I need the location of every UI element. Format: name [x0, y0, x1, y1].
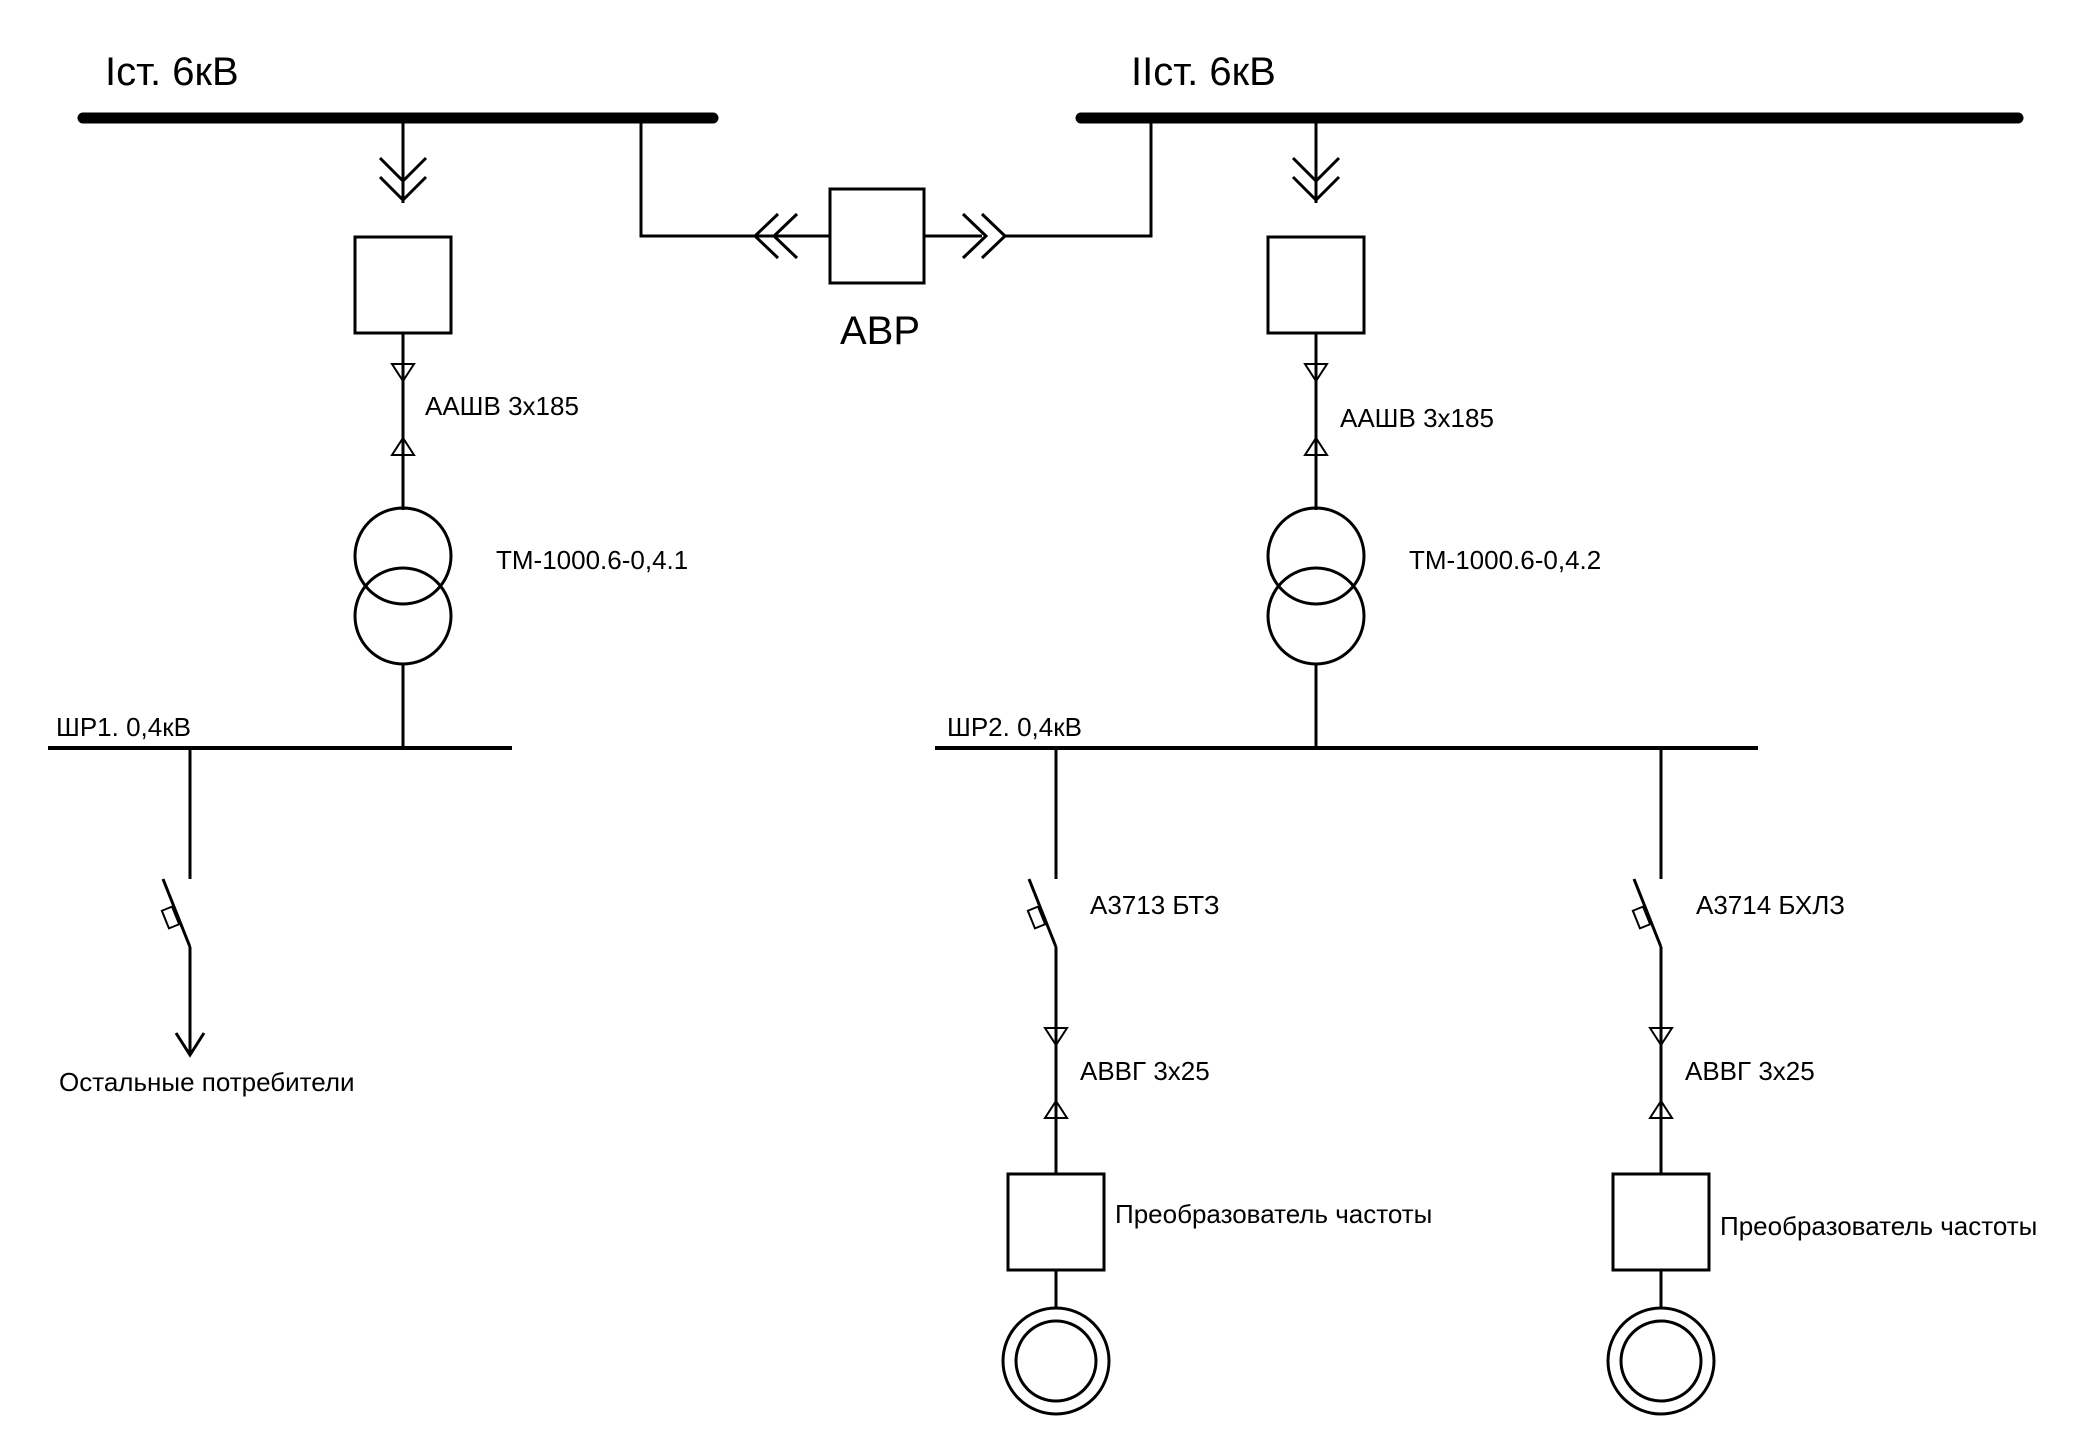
avr-block — [828, 187, 926, 285]
feeder-2-converter-label: Преобразователь частоты — [1720, 1211, 2037, 1241]
transformer-winding-top-icon — [1266, 506, 1366, 606]
cable-end-bottom-icon — [1303, 436, 1329, 456]
switchgear-cell-block — [353, 235, 453, 335]
switchgear-cell-block — [1266, 235, 1366, 335]
right-transformer-label: ТМ-1000.6-0,4.2 — [1409, 545, 1601, 575]
avr-wire-left — [639, 118, 778, 238]
motor-feeder-1: А3713 БТЗ АВВГ 3х25 Преобразователь част… — [1001, 748, 1432, 1416]
busbar-section-1-label: Iст. 6кВ — [105, 50, 239, 94]
avr-disconnect-left — [752, 212, 830, 260]
breaker-release-icon — [1631, 905, 1652, 930]
frequency-converter-block — [1006, 1172, 1106, 1272]
motor-feeder-2: А3714 БХЛЗ АВВГ 3х25 Преобразователь час… — [1606, 748, 2037, 1416]
feeder-2-cable-label: АВВГ 3х25 — [1685, 1056, 1815, 1086]
frequency-converter-block — [1611, 1172, 1711, 1272]
feeder-1-breaker-label: А3713 БТЗ — [1090, 890, 1220, 920]
avr-wire-right — [1005, 118, 1153, 238]
right-cable-label: ААШВ 3х185 — [1340, 403, 1494, 433]
feeder-2-breaker-label: А3714 БХЛЗ — [1696, 890, 1845, 920]
motor-inner-icon — [1619, 1319, 1703, 1403]
left-transformer-branch: ААШВ 3х185 ТМ-1000.6-0,4.1 — [353, 118, 688, 748]
cable-end-top-icon — [1648, 1027, 1674, 1047]
motor-icon — [1606, 1306, 1716, 1416]
consumers-label: Остальные потребители — [59, 1067, 355, 1097]
cable-end-bottom-icon — [1648, 1099, 1674, 1119]
left-cable-label: ААШВ 3х185 — [425, 391, 579, 421]
breaker-release-icon — [1026, 905, 1047, 930]
breaker-blade-icon — [1027, 878, 1058, 948]
breaker-release-icon — [160, 905, 181, 930]
plug-connector-icon — [378, 156, 428, 203]
transformer-winding-bottom-icon — [1266, 566, 1366, 666]
avr-disconnect-right — [924, 212, 1008, 260]
cable-end-top-icon — [1303, 363, 1329, 383]
cable-end-top-icon — [390, 363, 416, 383]
left-transformer-label: ТМ-1000.6-0,4.1 — [496, 545, 688, 575]
motor-inner-icon — [1014, 1319, 1098, 1403]
transformer-winding-bottom-icon — [353, 566, 453, 666]
cable-end-bottom-icon — [390, 436, 416, 456]
cable-end-top-icon — [1043, 1027, 1069, 1047]
breaker-blade-icon — [1632, 878, 1663, 948]
busbar-0-4kv-2-label: ШР2. 0,4кВ — [947, 712, 1082, 742]
plug-connector-icon — [1291, 156, 1341, 203]
breaker-blade-icon — [161, 878, 192, 948]
avr-label: АВР — [840, 309, 920, 353]
load-arrow-icon — [174, 1032, 206, 1058]
motor-icon — [1001, 1306, 1111, 1416]
busbar-section-2-label: IIст. 6кВ — [1131, 50, 1276, 94]
feeder-1-cable-label: АВВГ 3х25 — [1080, 1056, 1210, 1086]
feeder-1-converter-label: Преобразователь частоты — [1115, 1199, 1432, 1229]
cable-end-bottom-icon — [1043, 1099, 1069, 1119]
right-transformer-branch: ААШВ 3х185 ТМ-1000.6-0,4.2 — [1266, 118, 1601, 748]
avr-link: АВР — [639, 118, 1153, 353]
left-consumer-feeder: Остальные потребители — [59, 748, 355, 1097]
transformer-winding-top-icon — [353, 506, 453, 606]
busbar-0-4kv-1-label: ШР1. 0,4кВ — [56, 712, 191, 742]
